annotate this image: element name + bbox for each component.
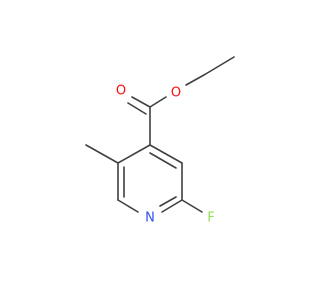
bond-carbonyl-double-a <box>131 96 151 108</box>
bond-c4-c3 <box>149 144 183 164</box>
bond-ch2-o-ester <box>185 74 205 86</box>
structure-drawing: O O N F <box>85 56 235 226</box>
bond-c2-n <box>161 199 183 213</box>
bond-c2-n-inner <box>159 196 177 207</box>
atom-ester-oxygen-label: O <box>171 86 181 101</box>
atom-carbonyl-oxygen-label: O <box>116 84 126 99</box>
bond-carbonyl-double-b <box>127 102 147 115</box>
atom-fluorine-label: F <box>207 211 214 226</box>
bond-c2-f <box>181 199 203 213</box>
bond-c4-c3-inner <box>149 152 177 169</box>
bond-ch2-ch3 <box>203 56 235 76</box>
bond-o-ester-carbonyl-c <box>149 96 167 108</box>
bond-c4-c5 <box>117 144 151 164</box>
bond-layer <box>85 56 235 213</box>
bond-n-c6 <box>117 199 139 213</box>
molecule-canvas: O O N F <box>85 56 235 226</box>
bond-c5-methyl <box>85 144 119 164</box>
atom-ring-nitrogen-label: N <box>145 211 155 226</box>
